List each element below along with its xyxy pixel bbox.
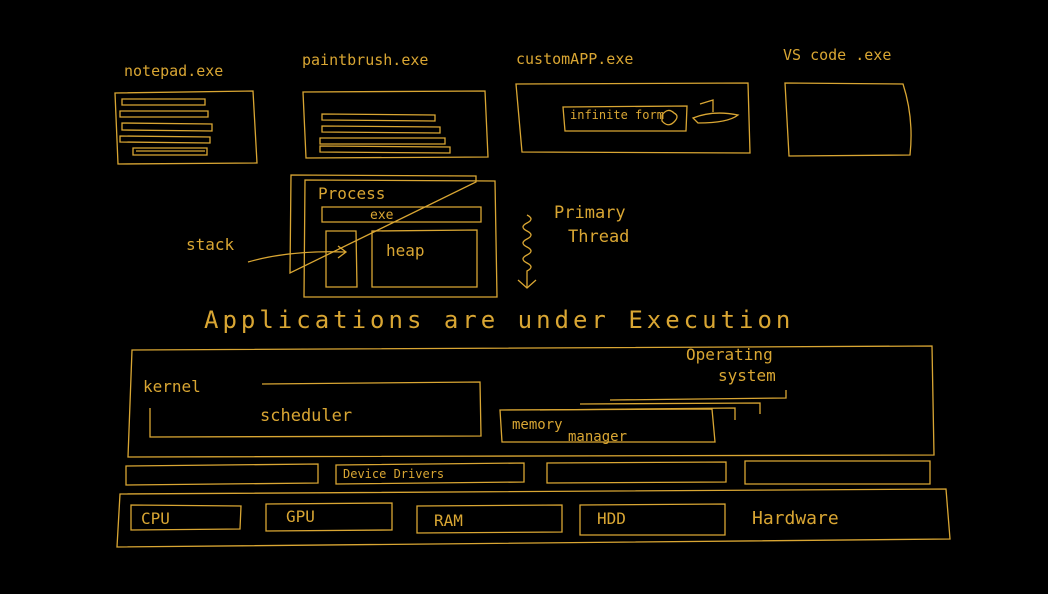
- stack-label: stack: [186, 235, 235, 254]
- app-paintbrush-label: paintbrush.exe: [302, 51, 428, 69]
- gpu-box: [265, 502, 393, 532]
- os-frame: [127, 345, 935, 458]
- ram-box: [416, 504, 563, 534]
- driver-slot: [546, 461, 727, 484]
- hardware-label: Hardware: [752, 508, 839, 529]
- hardware-frame: [116, 488, 951, 548]
- process-frame: [303, 179, 498, 298]
- driver-slot-labeled: [335, 462, 525, 485]
- text-line-shape: [121, 122, 213, 132]
- device-drivers-label: Device Drivers: [343, 467, 444, 481]
- exe-segment: [321, 206, 482, 223]
- text-line-shape: [132, 147, 208, 156]
- process-block: Process exe heap stack: [186, 174, 498, 298]
- app-paintbrush-window: [302, 90, 489, 159]
- app-customapp-window: [515, 82, 751, 154]
- thread-squiggle: [522, 214, 532, 288]
- text-line-shape: [319, 145, 451, 154]
- kernel-label: kernel: [143, 377, 201, 396]
- device-drivers: Device Drivers: [125, 460, 931, 486]
- heap-label: heap: [386, 241, 425, 260]
- kernel-box: [149, 381, 482, 438]
- mm-stack-3: [579, 402, 761, 414]
- app-customapp-label: customAPP.exe: [516, 50, 633, 68]
- caption: Applications are under Execution: [204, 306, 794, 334]
- process-back-frame: [289, 174, 477, 275]
- primary-thread-label: Primary Thread: [554, 203, 636, 247]
- os-label: Operating system: [686, 345, 776, 385]
- memory-manager-line: memory: [512, 417, 563, 433]
- infinite-form-label: infinite form: [570, 108, 664, 122]
- primary-thread: Primary Thread: [517, 203, 636, 289]
- scheduler-label: scheduler: [260, 406, 352, 426]
- exe-label: exe: [370, 208, 394, 223]
- ram-label: RAM: [434, 511, 463, 530]
- memory-manager-line: manager: [568, 429, 627, 445]
- app-vscode-label: VS code .exe: [783, 46, 891, 64]
- text-line-shape: [321, 113, 436, 122]
- text-line-shape: [321, 125, 441, 134]
- memory-manager-label: memory manager: [512, 417, 627, 445]
- app-vscode-window: [784, 82, 912, 157]
- app-notepad-window: [114, 90, 258, 165]
- app-paintbrush: paintbrush.exe: [302, 51, 489, 159]
- app-notepad: notepad.exe: [114, 62, 258, 165]
- app-customapp: customAPP.exe infinite form: [515, 50, 751, 154]
- memory-manager-box: [499, 408, 716, 443]
- cpu-box: [130, 504, 242, 531]
- cursor-icon: [691, 99, 740, 124]
- stack-segment: [325, 230, 358, 288]
- text-line-shape: [119, 135, 211, 144]
- infinite-form-panel: [562, 105, 688, 132]
- os-label-line: system: [718, 366, 776, 385]
- stack-arrow: [247, 245, 348, 263]
- hdd-box: [579, 503, 726, 536]
- os-label-line: Operating: [686, 345, 773, 364]
- mm-stack-4: [609, 390, 787, 401]
- primary-thread-text: Primary: [554, 203, 626, 223]
- operating-system: Operating system kernel scheduler memorym…: [127, 345, 935, 458]
- text-line-shape: [121, 98, 206, 106]
- app-vscode: VS code .exe: [783, 46, 912, 157]
- driver-slot: [125, 463, 319, 486]
- process-title: Process: [318, 184, 385, 203]
- driver-slot: [744, 460, 931, 485]
- flower-icon: [661, 109, 678, 126]
- heap-segment: [371, 229, 478, 288]
- thread-arrowhead: [517, 279, 537, 289]
- hdd-label: HDD: [597, 509, 626, 528]
- cpu-label: CPU: [141, 509, 170, 528]
- text-line-shape: [119, 110, 209, 118]
- primary-thread-text-2: Thread: [568, 227, 629, 247]
- hardware: CPU GPU RAM HDD Hardware: [116, 488, 951, 548]
- app-notepad-label: notepad.exe: [124, 62, 223, 80]
- text-line-shape: [319, 137, 446, 145]
- gpu-label: GPU: [286, 507, 315, 526]
